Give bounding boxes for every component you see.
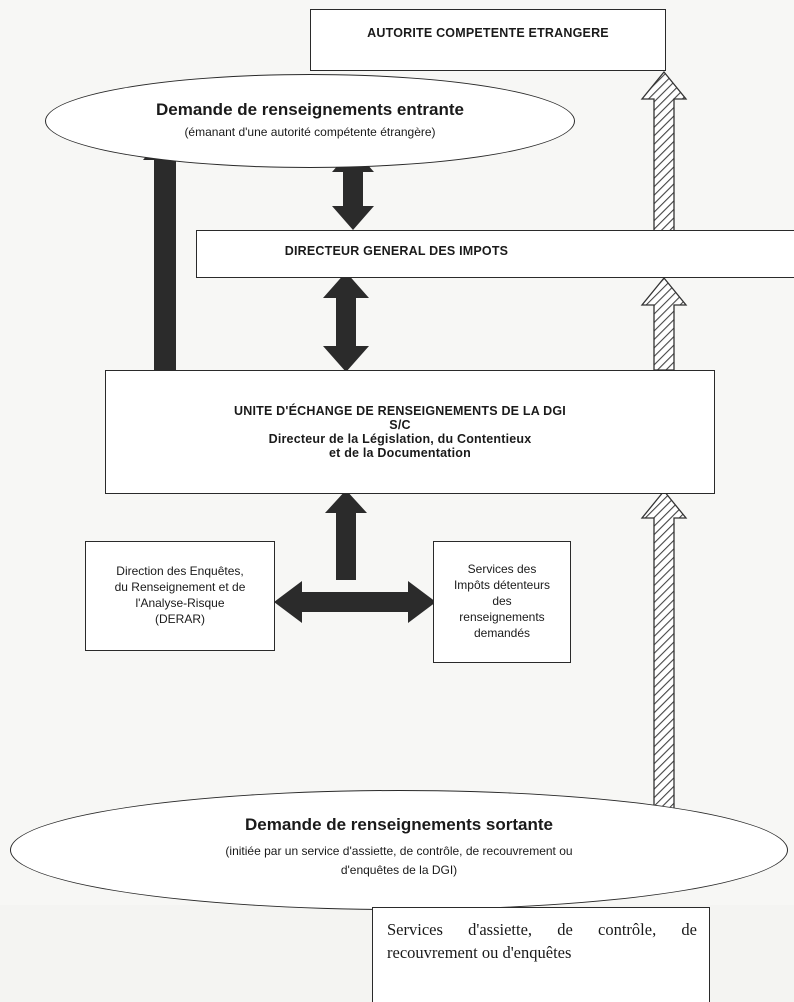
outgoing-request-subtitle-line2: d'enquêtes de la DGI) [340,863,458,877]
derar-line1: Direction des Enquêtes, [116,564,244,579]
exchange-unit-line1: UNITE D'ÉCHANGE DE RENSEIGNEMENTS DE LA … [234,404,566,418]
double-arrow-derar-to-services [274,581,436,623]
tax-services-line4: renseignements [459,609,545,624]
hatched-arrow-to-unit [640,489,688,813]
tax-services-line5: demandés [473,625,531,640]
tax-services-line1: Services des [467,562,537,577]
derar-line3: l'Analyse-Risque [135,596,225,610]
incoming-request-oval: Demande de renseignements entrante (éman… [45,74,575,168]
incoming-request-subtitle: (émanant d'une autorité compétente étran… [184,125,436,140]
outgoing-request-title: Demande de renseignements sortante [245,814,553,834]
incoming-request-title: Demande de renseignements entrante [156,100,464,120]
derar-box: Direction des Enquêtes, du Renseignement… [85,541,275,651]
tax-services-line2: Impôts détenteurs [453,578,551,593]
exchange-unit-box: UNITE D'ÉCHANGE DE RENSEIGNEMENTS DE LA … [105,370,715,494]
director-general-label: DIRECTEUR GENERAL DES IMPOTS [284,244,509,258]
exchange-unit-line3: Directeur de la Législation, du Contenti… [268,432,532,446]
tax-services-box: Services des Impôts détenteurs des rense… [433,541,571,663]
derar-line2: du Renseignement et de [114,580,246,595]
double-arrow-director-to-unit [323,272,369,372]
exchange-unit-line2: S/C [389,418,411,432]
foreign-authority-label: AUTORITE COMPETENTE ETRANGERE [367,26,609,40]
outgoing-request-oval: Demande de renseignements sortante (init… [10,790,788,910]
foreign-authority-box: AUTORITE COMPETENTE ETRANGERE [310,9,666,71]
exchange-unit-line4: et de la Documentation [329,446,471,460]
services-note-box: Services d'assiette, de contrôle, de rec… [372,907,710,1002]
director-general-box: DIRECTEUR GENERAL DES IMPOTS [196,230,794,278]
outgoing-request-subtitle-line1: (initiée par un service d'assiette, de c… [225,843,573,858]
double-arrow-unit-to-junction [325,490,367,580]
hatched-arrow-to-director [640,276,688,371]
double-arrow-incoming-to-unit [143,133,187,397]
derar-line4: (DERAR) [155,611,205,626]
hatched-arrow-to-foreign-authority [640,70,688,241]
tax-services-line3: des [492,594,512,609]
services-note-text: Services d'assiette, de contrôle, de rec… [387,920,697,962]
double-arrow-incoming-to-director [332,148,374,230]
